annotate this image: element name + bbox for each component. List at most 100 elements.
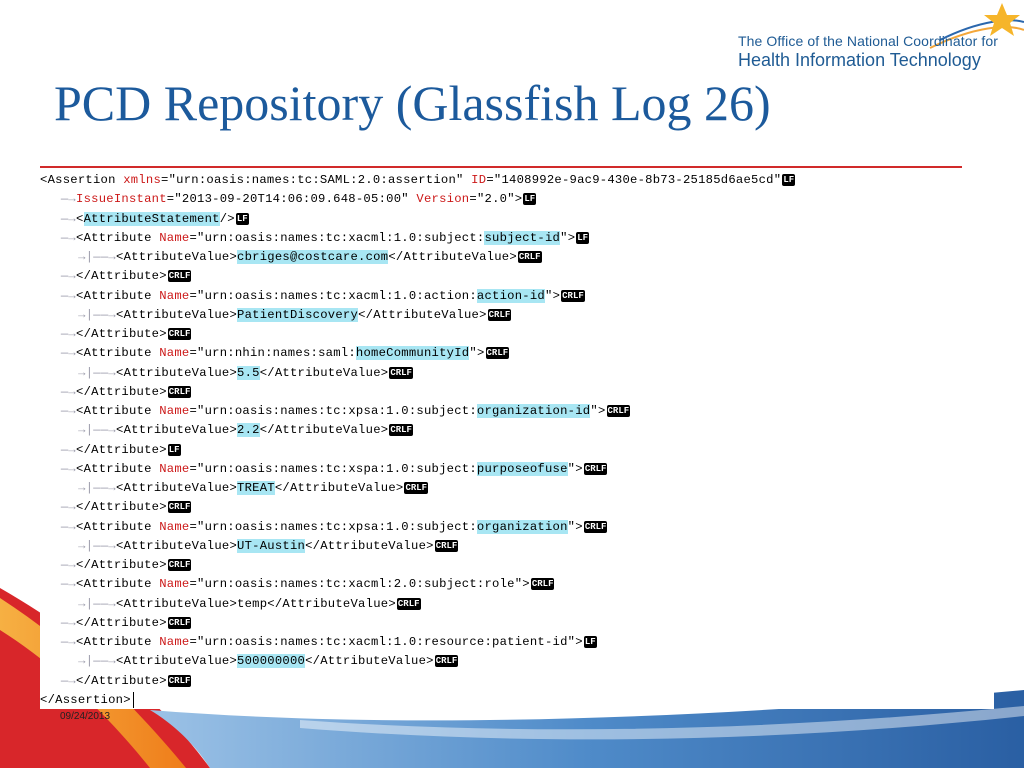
crlf-marker-icon: LF bbox=[782, 174, 796, 186]
xml-attribute-value: "urn:oasis:names:tc:xacml:1.0:action: bbox=[197, 288, 477, 303]
xml-markup: <Attribute bbox=[76, 577, 160, 592]
crlf-marker-icon: CRLF bbox=[561, 289, 585, 302]
xml-markup: = bbox=[189, 635, 198, 649]
highlighted-text: homeCommunityId bbox=[355, 346, 470, 361]
code-line: →|——→<AttributeValue>PatientDiscovery</A… bbox=[40, 306, 512, 325]
xml-markup: <Attribute bbox=[76, 404, 160, 418]
arrow-indent-icon: —→ bbox=[60, 288, 76, 303]
code-line: —→<Attribute Name="urn:oasis:names:tc:xa… bbox=[40, 229, 590, 248]
xml-attribute-name: xmlns bbox=[123, 173, 162, 187]
code-line: →|——→<AttributeValue>cbriges@costcare.co… bbox=[40, 248, 542, 267]
xml-markup: = bbox=[189, 461, 198, 476]
code-line: —→<Attribute Name="urn:oasis:names:tc:xa… bbox=[40, 287, 585, 306]
xml-attribute-value: " bbox=[567, 519, 576, 534]
xml-markup: <AttributeValue> bbox=[116, 307, 238, 322]
highlighted-text: TREAT bbox=[237, 481, 275, 495]
code-line: —→</Attribute>LF bbox=[40, 441, 181, 460]
code-line: —→<Attribute Name="urn:oasis:names:tc:xp… bbox=[40, 402, 631, 421]
star-icon bbox=[984, 3, 1020, 36]
arrow-indent-icon: —→ bbox=[60, 211, 76, 226]
crlf-marker-icon: CRLF bbox=[434, 655, 459, 668]
xml-attribute-name: Name bbox=[159, 288, 190, 303]
xml-markup: </Attribute> bbox=[76, 269, 167, 284]
highlighted-text: 5.5 bbox=[237, 365, 260, 380]
xml-markup: > bbox=[575, 461, 583, 476]
xml-markup: <AttributeValue> bbox=[116, 481, 238, 495]
crlf-marker-icon: CRLF bbox=[167, 385, 192, 398]
arrow-indent-icon: →|——→ bbox=[78, 307, 116, 322]
crlf-marker-icon: LF bbox=[576, 231, 590, 244]
arrow-indent-icon: →|——→ bbox=[78, 538, 116, 553]
code-line: →|——→<AttributeValue>UT-Austin</Attribut… bbox=[40, 537, 459, 556]
arrow-indent-icon: —→ bbox=[60, 404, 76, 418]
xml-attribute-value: "urn:oasis:names:tc:SAML:2.0:assertion" bbox=[168, 173, 464, 187]
arrow-indent-icon: —→ bbox=[60, 615, 76, 630]
arrow-indent-icon: —→ bbox=[60, 269, 76, 284]
xml-markup: </Attribute> bbox=[76, 500, 167, 515]
crlf-marker-icon: LF bbox=[167, 443, 181, 456]
xml-attribute-value: " bbox=[590, 404, 598, 418]
arrow-indent-icon: —→ bbox=[60, 577, 76, 592]
xml-attribute-value: "urn:nhin:names:saml: bbox=[197, 346, 356, 361]
arrow-indent-icon: →|——→ bbox=[78, 654, 116, 669]
crlf-marker-icon: CRLF bbox=[583, 462, 608, 475]
xml-attribute-value: "2013-09-20T14:06:09.648-05:00" bbox=[174, 192, 409, 207]
xml-markup: </AttributeValue> bbox=[358, 307, 487, 322]
code-line: —→</Attribute>CRLF bbox=[40, 614, 192, 633]
xml-attribute-value: "2.0" bbox=[476, 192, 515, 207]
xml-markup: > bbox=[597, 404, 606, 418]
xml-markup: <Attribute bbox=[76, 461, 160, 476]
crlf-marker-icon: CRLF bbox=[530, 578, 555, 591]
highlighted-text: AttributeStatement bbox=[83, 211, 220, 226]
highlighted-text: 2.2 bbox=[237, 423, 260, 438]
crlf-marker-icon: CRLF bbox=[606, 405, 631, 417]
slide-date: 09/24/2013 bbox=[60, 711, 111, 722]
code-line: <Assertion xmlns="urn:oasis:names:tc:SAM… bbox=[40, 171, 796, 190]
xml-markup: <Assertion bbox=[40, 173, 124, 187]
xml-markup: </Attribute> bbox=[76, 558, 167, 572]
xml-text: temp bbox=[237, 596, 268, 611]
xml-markup: </Assertion> bbox=[40, 692, 131, 707]
xml-markup: </AttributeValue> bbox=[259, 365, 389, 380]
arrow-indent-icon: —→ bbox=[60, 519, 76, 534]
code-line: —→IssueInstant="2013-09-20T14:06:09.648-… bbox=[40, 190, 537, 209]
crlf-marker-icon: CRLF bbox=[167, 559, 192, 571]
crlf-marker-icon: CRLF bbox=[487, 308, 512, 321]
arrow-indent-icon: —→ bbox=[60, 635, 76, 649]
highlighted-text: 500000000 bbox=[237, 654, 306, 669]
crlf-marker-icon: LF bbox=[235, 212, 249, 225]
xml-markup: </Attribute> bbox=[76, 673, 167, 688]
code-line: —→</Attribute>CRLF bbox=[40, 383, 192, 402]
xml-markup: = bbox=[161, 173, 169, 187]
highlighted-text: subject-id bbox=[484, 230, 561, 245]
crlf-marker-icon: CRLF bbox=[167, 674, 192, 687]
crlf-marker-icon: CRLF bbox=[396, 597, 421, 610]
code-line: →|——→<AttributeValue>temp</AttributeValu… bbox=[40, 595, 421, 614]
xml-attribute-value: " bbox=[567, 461, 576, 476]
code-line: →|——→<AttributeValue>500000000</Attribut… bbox=[40, 652, 459, 671]
arrow-indent-icon: —→ bbox=[60, 673, 76, 688]
code-line: —→<Attribute Name="urn:nhin:names:saml:h… bbox=[40, 344, 510, 363]
xml-markup: <Attribute bbox=[76, 635, 160, 649]
xml-markup: /> bbox=[219, 211, 235, 226]
xml-attribute-value: "urn:oasis:names:tc:xacml:1.0:resource:p… bbox=[197, 635, 576, 649]
onc-logo: The Office of the National Coordinator f… bbox=[738, 33, 998, 71]
panel-top-rule bbox=[40, 166, 962, 168]
highlighted-text: UT-Austin bbox=[237, 538, 306, 553]
arrow-indent-icon: →|——→ bbox=[78, 596, 116, 611]
xml-markup: = bbox=[166, 192, 175, 207]
crlf-marker-icon: CRLF bbox=[517, 251, 542, 263]
xml-markup: <Attribute bbox=[76, 346, 160, 361]
xml-markup: </AttributeValue> bbox=[274, 481, 404, 495]
code-line: —→<AttributeStatement/>LF bbox=[40, 210, 249, 229]
arrow-indent-icon: —→ bbox=[60, 500, 76, 515]
arrow-indent-icon: —→ bbox=[60, 384, 76, 399]
arrow-indent-icon: →|——→ bbox=[78, 365, 116, 380]
code-line: —→</Attribute>CRLF bbox=[40, 498, 192, 517]
xml-attribute-name: Name bbox=[159, 635, 190, 649]
xml-markup: = bbox=[189, 404, 198, 418]
xml-markup: <Attribute bbox=[76, 230, 160, 245]
xml-markup: </AttributeValue> bbox=[259, 423, 389, 438]
xml-attribute-value: "urn:oasis:names:tc:xacml:1.0:subject: bbox=[197, 230, 485, 245]
arrow-indent-icon: —→ bbox=[60, 230, 76, 245]
